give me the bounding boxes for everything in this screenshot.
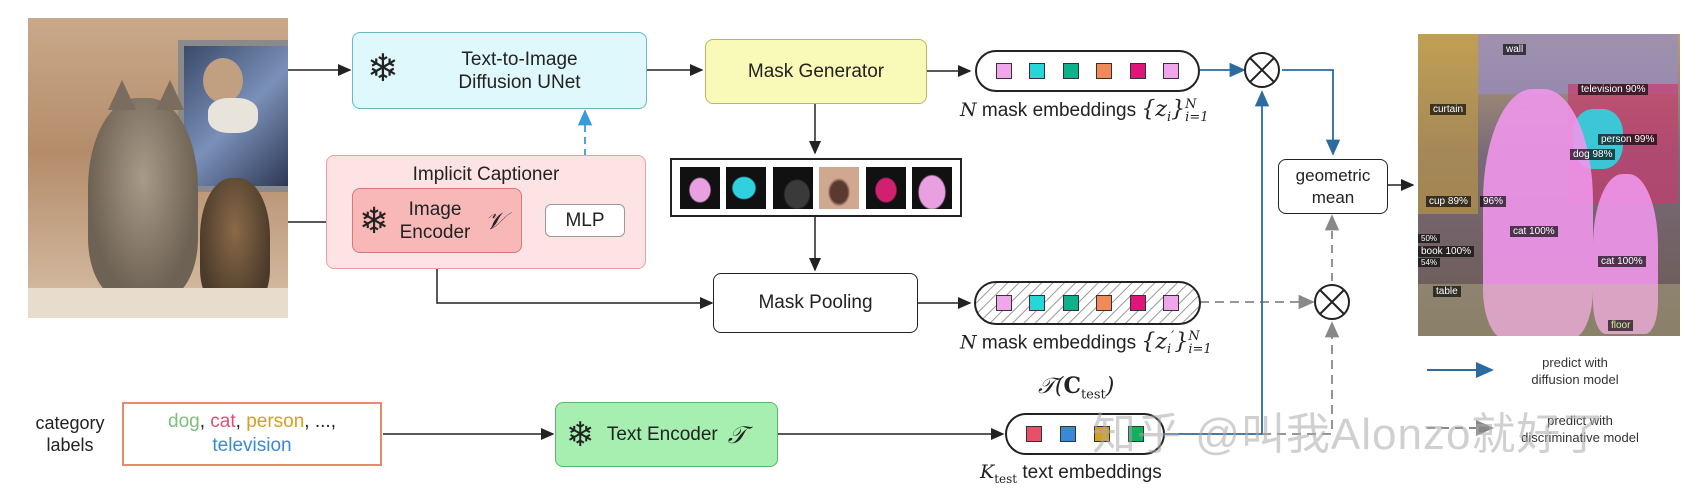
image-encoder-line2: Encoder (399, 222, 471, 243)
output-label-book: book 100% (1418, 246, 1475, 257)
floor (28, 288, 288, 318)
mask-pooling-label: Mask Pooling (758, 292, 873, 313)
output-label-cat-large: cat 100% (1510, 226, 1558, 237)
mask-embeddings-top (975, 50, 1200, 92)
arrow-text-to-product-top (1120, 90, 1270, 435)
arrow-encoder-to-pooling (436, 253, 714, 309)
cat-small (200, 178, 270, 308)
snowflake-icon: ❄ (359, 200, 390, 241)
geometric-mean-box: geometric mean (1278, 159, 1388, 214)
text-encoder-box: ❄ Text Encoder 𝒯 (555, 402, 778, 467)
mask-thumbnail (865, 166, 906, 209)
tv-person (203, 58, 243, 103)
text-encoder-symbol: 𝒯 (727, 420, 747, 449)
embedding-square (1129, 295, 1146, 311)
output-label-pct54: 54% (1418, 258, 1441, 267)
cat-large-ear-right (156, 80, 184, 110)
unet-label-line1: Text-to-Image (461, 48, 578, 70)
output-label-cup-score: 96% (1480, 196, 1507, 207)
tv-dog (208, 98, 258, 133)
output-label-person: person 99% (1598, 134, 1658, 145)
arrow-text-to-product-bottom (1262, 321, 1340, 435)
embedding-square (1129, 63, 1146, 79)
mask-generator-box: Mask Generator (705, 39, 927, 104)
embedding-square (1029, 63, 1046, 79)
input-image (28, 18, 288, 318)
output-label-table: table (1433, 286, 1461, 297)
mlp-label: MLP (565, 209, 605, 231)
embedding-square (1096, 63, 1113, 79)
mask-thumbnail (819, 166, 860, 209)
category-television: television (212, 435, 292, 456)
snowflake-icon: ❄ (566, 416, 595, 454)
embedding-square (1026, 426, 1042, 442)
watermark-text: 知乎 @叫我Alonzo就好了 (1092, 410, 1607, 459)
mask-pooling-box: Mask Pooling (713, 273, 918, 333)
image-encoder-line1: Image (408, 199, 462, 220)
product-operator-bottom (1314, 284, 1350, 320)
legend-discriminative-label: predict with discriminative model (1521, 413, 1639, 445)
diffusion-unet-box: ❄ Text-to-Image Diffusion UNet (352, 32, 647, 109)
mask-thumbnails-strip (670, 158, 962, 217)
embedding-square (1128, 426, 1144, 442)
mask-generator-label: Mask Generator (747, 60, 885, 82)
text-encoder-label: Text Encoder (606, 423, 718, 445)
cat-small-region (1593, 174, 1658, 334)
output-label-wall: wall (1503, 44, 1527, 55)
curtain-region (1418, 34, 1478, 214)
output-label-dog: dog 98% (1570, 149, 1616, 160)
output-label-cup: cup 89% (1426, 196, 1471, 207)
embedding-square (1096, 295, 1113, 311)
output-label-curtain: curtain (1430, 104, 1467, 115)
output-label-floor: floor (1608, 320, 1634, 331)
mask-thumbnail (772, 166, 813, 209)
mask-thumbnail (680, 166, 720, 209)
implicit-captioner-title: Implicit Captioner (412, 164, 560, 185)
floor-region (1418, 284, 1680, 336)
embedding-square (1060, 426, 1076, 442)
category-person: person (246, 411, 305, 432)
text-embeddings-title: 𝒯(Ctest) (1038, 373, 1115, 403)
snowflake-icon: ❄ (367, 48, 399, 90)
cat-large-ear-left (108, 80, 136, 110)
mlp-box: MLP (545, 204, 625, 237)
arrow-product-top-to-mean (1282, 69, 1341, 156)
mask-embeddings-bottom (975, 282, 1200, 324)
product-operator-top (1244, 52, 1280, 88)
image-encoder-symbol: 𝒱 (485, 207, 505, 235)
cat-large (88, 98, 198, 298)
geometric-mean-line1: geometric (1295, 165, 1371, 185)
image-encoder-box: ❄ Image Encoder 𝒱 (352, 188, 522, 253)
category-dog: dog (168, 411, 200, 432)
embedding-square (1163, 295, 1180, 311)
unet-label-line2: Diffusion UNet (458, 71, 581, 93)
output-label-television: television 90% (1578, 84, 1649, 95)
mask-thumbnail (911, 166, 952, 209)
embedding-square (1062, 295, 1079, 311)
output-label-cat-small: cat 100% (1598, 256, 1646, 267)
embedding-square (1163, 63, 1180, 79)
output-label-pct50: 50% (1418, 234, 1441, 243)
category-labels-caption: category labels (35, 413, 105, 455)
category-cat: cat (210, 411, 236, 432)
hatched-embedding-background (974, 281, 1201, 325)
embedding-square (1029, 295, 1046, 311)
geometric-mean-line2: mean (1311, 187, 1355, 207)
embedding-square (1094, 426, 1110, 442)
mask-thumbnail (726, 166, 767, 209)
text-embeddings-label: Ktest text embeddings (980, 461, 1162, 486)
category-list-box: dog, cat, person, ..., television (122, 402, 382, 466)
legend-diffusion-label: predict with diffusion model (1531, 355, 1619, 387)
text-embeddings (1005, 413, 1165, 455)
embedding-square (995, 63, 1012, 79)
cat-large-region (1483, 89, 1593, 336)
embedding-square (995, 295, 1012, 311)
embedding-square (1062, 63, 1079, 79)
output-segmentation-image: wall curtain television 90% person 99% d… (1418, 34, 1680, 336)
